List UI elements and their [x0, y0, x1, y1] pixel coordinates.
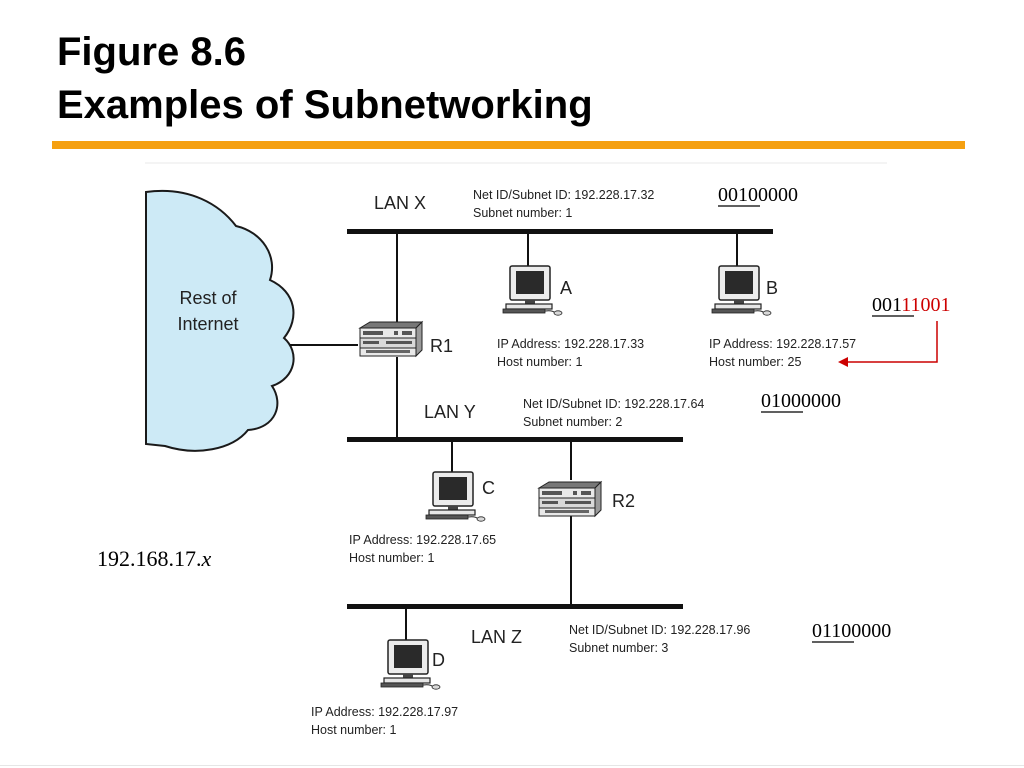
title-line-2: Examples of Subnetworking: [57, 83, 593, 127]
host-b-number: Host number: 25: [709, 355, 801, 369]
host-c-label: C: [482, 478, 495, 498]
lan-y-label: LAN Y: [424, 402, 476, 422]
network-address-base: 192.168.17.: [97, 546, 202, 571]
host-c-ip: IP Address: 192.228.17.65: [349, 533, 496, 547]
network-address: 192.168.17.x: [97, 546, 212, 571]
binary-lan-z-prefix: 011: [812, 620, 841, 642]
lan-x-subnet: Subnet number: 1: [473, 206, 572, 220]
host-d-label: D: [432, 650, 445, 670]
host-d-number: Host number: 1: [311, 723, 397, 737]
lan-z-bus: [347, 604, 683, 609]
binary-lan-x: 00100000: [718, 184, 798, 206]
slide-bottom-edge: [0, 765, 1024, 766]
host-d-ip: IP Address: 192.228.17.97: [311, 705, 458, 719]
host-a-number: Host number: 1: [497, 355, 583, 369]
binary-lan-z-rest: 00000: [841, 620, 891, 642]
lan-x-netid: Net ID/Subnet ID: 192.228.17.32: [473, 188, 654, 202]
host-b-ip: IP Address: 192.228.17.57: [709, 337, 856, 351]
router-r1-label: R1: [430, 336, 453, 356]
computer-a-icon: [502, 265, 563, 316]
host-b-label: B: [766, 278, 778, 298]
lan-y-netid: Net ID/Subnet ID: 192.228.17.64: [523, 397, 704, 411]
binary-lan-y: 01000000: [761, 390, 841, 412]
cloud-label-1: Rest of: [179, 288, 237, 308]
router-r2-icon: [538, 481, 602, 517]
internet-cloud: [145, 189, 295, 452]
network-address-var: x: [201, 546, 212, 571]
lan-z-subnet: Subnet number: 3: [569, 641, 668, 655]
lan-z-label: LAN Z: [471, 627, 522, 647]
host-c-number: Host number: 1: [349, 551, 435, 565]
computer-c-icon: [425, 471, 486, 522]
binary-lan-z: 01100000: [812, 620, 891, 642]
router-r2-label: R2: [612, 491, 635, 511]
router-r1-icon: [359, 321, 423, 357]
red-arrowhead-icon: [838, 357, 848, 367]
binary-host-b: 00111001: [872, 294, 951, 316]
binary-lan-x-rest: 00000: [748, 184, 798, 206]
lan-y-bus: [347, 437, 683, 442]
lan-x-bus: [347, 229, 773, 234]
title-line-1: Figure 8.6: [57, 30, 246, 74]
page-title: Figure 8.6 Examples of Subnetworking: [57, 26, 593, 132]
computer-b-icon: [711, 265, 772, 316]
binary-lan-y-rest: 00000: [791, 390, 841, 412]
title-underline: [52, 141, 965, 149]
binary-host-b-prefix: 001: [872, 294, 901, 316]
lan-y-subnet: Subnet number: 2: [523, 415, 622, 429]
host-a-ip: IP Address: 192.228.17.33: [497, 337, 644, 351]
binary-lan-x-prefix: 001: [718, 184, 748, 206]
binary-host-b-rest: 11001: [901, 294, 950, 316]
lan-z-netid: Net ID/Subnet ID: 192.228.17.96: [569, 623, 750, 637]
lan-x-label: LAN X: [374, 193, 426, 213]
cloud-label-2: Internet: [177, 314, 238, 334]
red-pointer-arrow: [846, 321, 938, 363]
binary-lan-y-prefix: 010: [761, 390, 791, 412]
host-a-label: A: [560, 278, 572, 298]
